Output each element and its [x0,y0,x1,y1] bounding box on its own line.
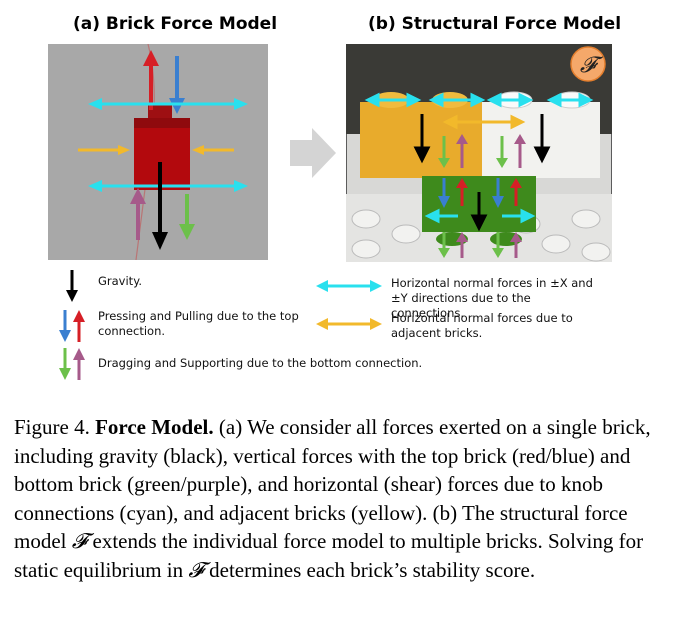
legend-pressing-pulling: Pressing and Pulling due to the top conn… [98,309,299,338]
legend-gravity: Gravity. [98,274,143,288]
transition-arrow-icon [290,128,336,178]
figure-caption: Figure 4. Force Model. (a) We consider a… [14,413,674,584]
panel-b-title: (b) Structural Force Model [368,14,622,34]
connection-legend-icon [316,280,382,292]
caption-text-c: determines each brick’s stability score. [209,557,536,582]
legend-horizontal-connections: Horizontal normal forces in ±X and ±Y di… [391,276,593,320]
panel-a-title: (a) Brick Force Model [73,14,278,34]
dragging-supporting-legend-icon [59,348,85,380]
brick-force-model-image [48,44,268,260]
gravity-legend-icon [66,270,78,302]
brick-knob [148,104,172,118]
legend-dragging-supporting: Dragging and Supporting due to the botto… [98,356,423,370]
adjacent-legend-icon [316,318,382,330]
caption-label: Figure 4. [14,415,90,439]
legend-horizontal-adjacent: Horizontal normal forces due to adjacent… [391,311,573,340]
caption-symbol-2: 𝓕 [188,557,204,582]
caption-text-a: (a) We consider all forces exerted on a … [14,415,651,553]
caption-symbol: 𝓕 [71,529,88,553]
caption-title: Force Model. [95,415,214,439]
pressing-pulling-legend-icon [59,310,85,342]
structural-force-model-image: 𝓕 [346,44,612,262]
caption-text-b: extends the individual force model to mu… [14,529,644,582]
